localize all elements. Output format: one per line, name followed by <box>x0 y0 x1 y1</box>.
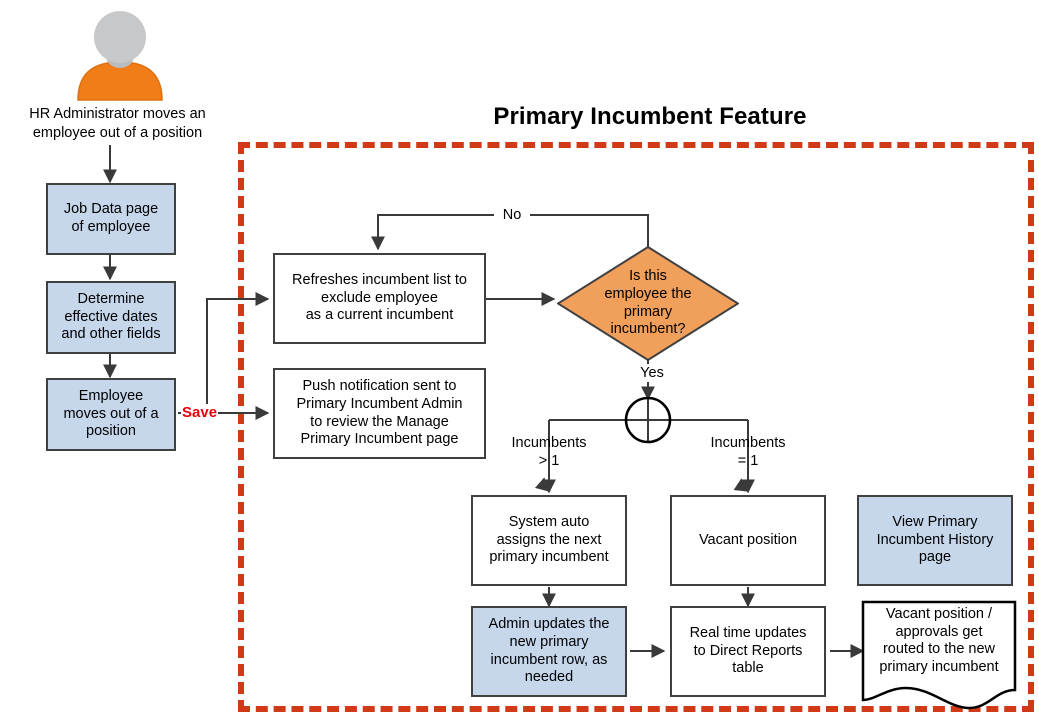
node-determine-dates[interactable]: Determine effective dates and other fiel… <box>46 281 176 354</box>
page-title: Primary Incumbent Feature <box>493 103 807 130</box>
edge-label-incumbents-greater-than-one: Incumbents > 1 <box>511 435 587 470</box>
node-refresh-incumbent-list[interactable]: Refreshes incumbent list to exclude empl… <box>273 253 486 344</box>
node-decision-is-primary-incumbent[interactable]: Is this employee the primary incumbent? <box>556 245 740 362</box>
node-admin-updates-row[interactable]: Admin updates the new primary incumbent … <box>471 606 627 697</box>
edge-label-save: Save <box>181 404 219 423</box>
edge-label-yes: Yes <box>632 364 672 383</box>
node-view-primary-incumbent-history[interactable]: View Primary Incumbent History page <box>857 495 1013 586</box>
node-system-auto-assign[interactable]: System auto assigns the next primary inc… <box>471 495 627 586</box>
actor-caption: HR Administrator moves an employee out o… <box>29 106 206 141</box>
decision-label: Is this employee the primary incumbent? <box>604 268 692 338</box>
node-real-time-updates[interactable]: Real time updates to Direct Reports tabl… <box>670 606 826 697</box>
hr-administrator-person-icon <box>72 6 168 102</box>
node-employee-moves-out[interactable]: Employee moves out of a position <box>46 378 176 451</box>
edge-label-no: No <box>494 206 530 225</box>
node-push-notification[interactable]: Push notification sent to Primary Incumb… <box>273 368 486 459</box>
edge-label-incumbents-equal-one: Incumbents = 1 <box>710 435 786 470</box>
node-vacant-position[interactable]: Vacant position <box>670 495 826 586</box>
primary-incumbent-feature-region <box>238 142 1034 712</box>
node-routed-approvals-document[interactable]: Vacant position / approvals get routed t… <box>861 600 1017 710</box>
document-label: Vacant position / approvals get routed t… <box>879 606 999 676</box>
node-job-data-page[interactable]: Job Data page of employee <box>46 183 176 255</box>
